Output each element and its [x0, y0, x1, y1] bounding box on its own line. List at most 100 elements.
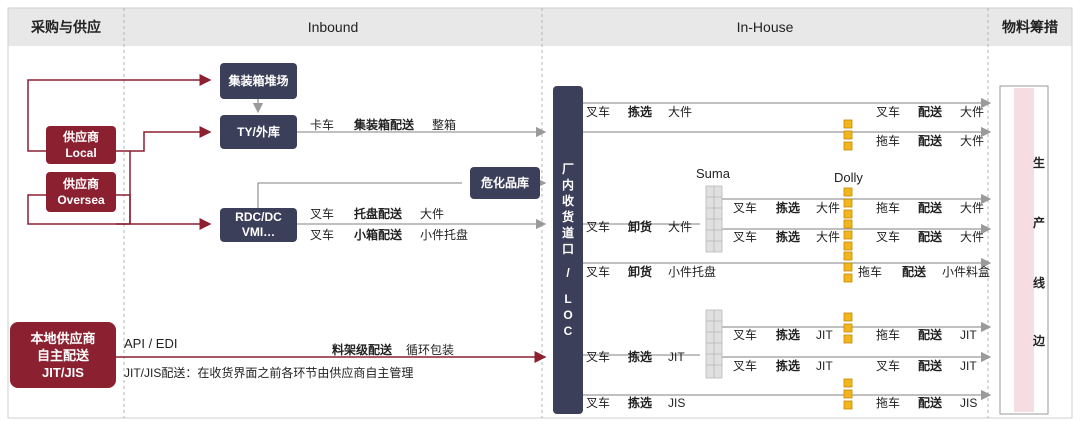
- label-jis: JIS: [668, 396, 686, 410]
- label-forklift: 叉车: [733, 201, 758, 215]
- local-jit-supplier-box: 本地供应商 自主配送 JIT/JIS: [10, 322, 116, 388]
- label-large-part: 大件: [960, 105, 985, 119]
- label-forklift: 叉车: [733, 359, 758, 373]
- production-char: 边: [1033, 334, 1046, 348]
- label-jit: JIT: [816, 359, 833, 373]
- label-jit-note: JIT/JIS配送：在收货界面之前各环节由供应商自主管理: [124, 366, 414, 380]
- label-delivery: 配送: [918, 134, 943, 148]
- label-delivery: 配送: [918, 396, 943, 410]
- label-small-pallet: 小件托盘: [668, 265, 717, 279]
- label-dolly: Dolly: [834, 170, 863, 185]
- dock-char: 口: [561, 242, 574, 256]
- header-inbound: Inbound: [307, 19, 359, 35]
- label-picking: 拣选: [776, 359, 801, 373]
- dock-char: /: [566, 266, 570, 280]
- rdc-box: RDC/DC VMI…: [220, 208, 297, 242]
- label-picking: 拣选: [628, 105, 653, 119]
- label-unloading: 卸货: [628, 265, 653, 279]
- dock-char: 厂: [561, 162, 574, 176]
- label-container-delivery: 集装箱配送: [354, 118, 415, 132]
- ty-warehouse-box: TY/外库: [220, 115, 297, 149]
- label-picking: 拣选: [628, 396, 653, 410]
- supplier-local-line1: 供应商: [62, 130, 99, 144]
- label-small-box-delivery: 小箱配送: [354, 228, 403, 242]
- label-jis: JIS: [960, 396, 978, 410]
- rdc-line1: RDC/DC: [235, 210, 282, 224]
- label-tugger: 拖车: [858, 265, 883, 279]
- rdc-line2: VMI…: [241, 225, 276, 239]
- label-whole-box: 整箱: [432, 118, 457, 132]
- label-returnable-pack: 循环包装: [406, 343, 455, 357]
- label-forklift: 叉车: [733, 230, 758, 244]
- dolly-icon: [843, 187, 853, 219]
- label-forklift: 叉车: [586, 265, 611, 279]
- supplier-local-line2: Local: [65, 146, 97, 160]
- label-large-part: 大件: [668, 105, 693, 119]
- dock-char: 道: [561, 226, 574, 240]
- label-suma: Suma: [696, 166, 730, 181]
- label-pallet-delivery: 托盘配送: [354, 207, 403, 221]
- dock-char: O: [563, 308, 573, 322]
- label-forklift: 叉车: [310, 228, 335, 242]
- label-large-part: 大件: [960, 230, 985, 244]
- label-forklift: 叉车: [310, 207, 335, 221]
- label-forklift: 叉车: [586, 396, 611, 410]
- label-forklift: 叉车: [876, 230, 901, 244]
- label-forklift: 叉车: [876, 105, 901, 119]
- header-supply: 物料筹措: [1002, 19, 1058, 35]
- label-delivery: 配送: [918, 230, 943, 244]
- dock-char: 货: [561, 210, 574, 224]
- label-large-part: 大件: [960, 201, 985, 215]
- label-forklift: 叉车: [586, 220, 611, 234]
- dolly-icon: [843, 378, 853, 410]
- label-small-bin: 小件料盒: [942, 265, 991, 279]
- label-tugger: 拖车: [876, 201, 901, 215]
- hazmat-box: 危化品库: [470, 167, 540, 199]
- label-delivery: 配送: [902, 265, 927, 279]
- label-jit: JIT: [960, 359, 977, 373]
- label-forklift: 叉车: [876, 359, 901, 373]
- dock-char: 收: [561, 194, 574, 208]
- label-rack-delivery: 料架级配送: [332, 343, 393, 357]
- supplier-oversea-box: 供应商 Oversea: [46, 172, 116, 212]
- supplier-local-box: 供应商 Local: [46, 126, 116, 164]
- production-char: 生: [1033, 156, 1046, 170]
- label-tugger: 拖车: [876, 396, 901, 410]
- label-large-part: 大件: [816, 230, 841, 244]
- label-picking: 拣选: [776, 201, 801, 215]
- header-procurement: 采购与供应: [31, 19, 101, 35]
- label-tugger: 拖车: [876, 134, 901, 148]
- supplier-oversea-line1: 供应商: [62, 177, 99, 191]
- header-bar: [8, 8, 1072, 46]
- label-delivery: 配送: [918, 105, 943, 119]
- label-forklift: 叉车: [586, 105, 611, 119]
- label-large-part: 大件: [816, 201, 841, 215]
- label-picking: 拣选: [776, 328, 801, 342]
- label-small-pallet: 小件托盘: [420, 228, 469, 242]
- local-jit-line2: 自主配送: [36, 347, 89, 363]
- dolly-icon: [843, 251, 853, 283]
- dock-char: C: [563, 324, 573, 338]
- container-yard-box: 集装箱堆场: [220, 63, 297, 99]
- label-large-part: 大件: [420, 207, 445, 221]
- dolly-icon: [843, 119, 853, 151]
- label-forklift: 叉车: [586, 350, 611, 364]
- local-jit-line1: 本地供应商: [30, 330, 96, 346]
- receiving-dock-box: [553, 86, 583, 414]
- label-delivery: 配送: [918, 359, 943, 373]
- label-jit: JIT: [816, 328, 833, 342]
- production-char: 产: [1033, 216, 1046, 230]
- label-jit: JIT: [668, 350, 685, 364]
- dock-char: 内: [561, 178, 574, 192]
- dock-char: L: [564, 292, 572, 306]
- label-truck: 卡车: [310, 118, 335, 132]
- label-unloading: 卸货: [628, 220, 653, 234]
- supplier-oversea-line2: Oversea: [57, 193, 105, 207]
- label-picking: 拣选: [628, 350, 653, 364]
- suma-rack-lower: [705, 309, 723, 379]
- label-delivery: 配送: [918, 328, 943, 342]
- label-jit: JIT: [960, 328, 977, 342]
- label-large-part: 大件: [960, 134, 985, 148]
- header-inhouse: In-House: [736, 19, 794, 35]
